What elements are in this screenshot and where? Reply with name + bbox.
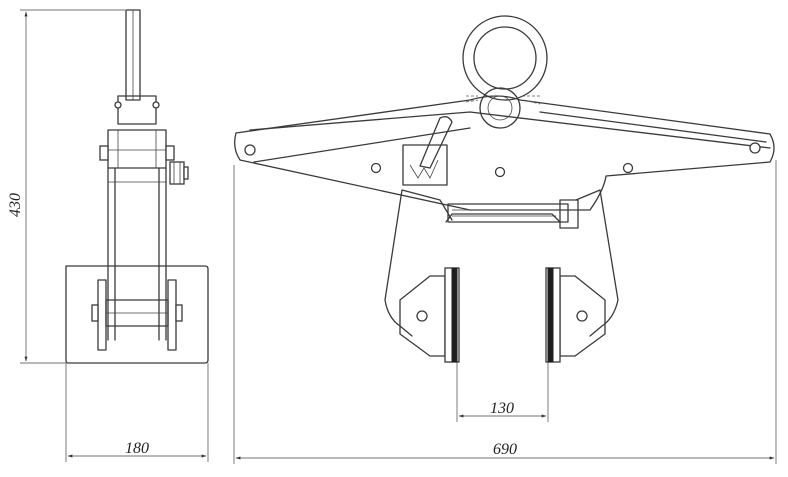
dimension-width-front: 690 xyxy=(233,160,777,464)
dimension-height: 430 xyxy=(7,9,125,364)
dimension-jaw-opening-label: 130 xyxy=(490,400,514,417)
dimension-width-side: 180 xyxy=(65,363,209,462)
front-view xyxy=(234,15,775,363)
dimension-jaw-opening: 130 xyxy=(456,362,549,422)
dimension-width-front-label: 690 xyxy=(493,441,517,458)
dimension-width-side-label: 180 xyxy=(125,440,149,457)
dimension-height-label: 430 xyxy=(7,193,24,217)
side-view xyxy=(65,9,209,364)
